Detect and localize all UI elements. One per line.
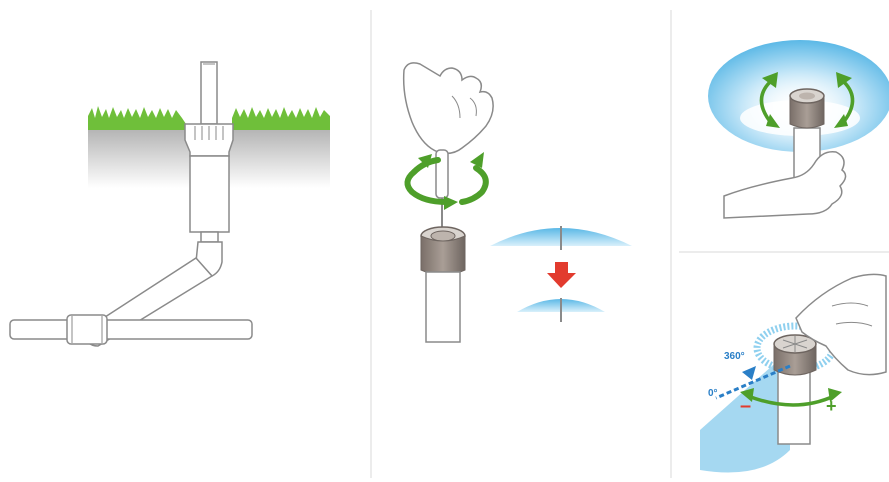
sprinkler-body bbox=[190, 156, 229, 232]
down-arrow-icon bbox=[547, 262, 576, 288]
panel-arc-adjustment: 360° 0° – + bbox=[700, 274, 886, 472]
label-plus: + bbox=[826, 396, 837, 416]
hand-icon bbox=[724, 152, 846, 218]
label-minus: – bbox=[740, 395, 751, 417]
panel-installation bbox=[10, 62, 330, 346]
panel-rotation bbox=[708, 40, 889, 218]
sprinkler-riser bbox=[201, 62, 217, 124]
sprinkler-riser bbox=[778, 372, 810, 444]
label-0: 0° bbox=[708, 388, 718, 399]
tee-fitting bbox=[67, 315, 107, 344]
sprinkler-riser bbox=[426, 272, 460, 342]
label-360: 360° bbox=[724, 351, 745, 362]
hand-icon bbox=[404, 63, 493, 153]
panel-radius-adjustment bbox=[404, 63, 632, 342]
lateral-pipe bbox=[10, 320, 252, 339]
